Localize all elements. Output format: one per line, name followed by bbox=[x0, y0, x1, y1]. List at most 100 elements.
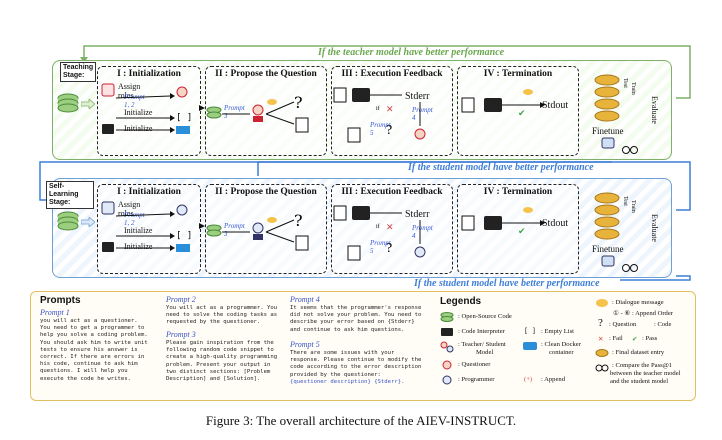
prompt-4-label: Prompt 4 bbox=[412, 224, 433, 240]
legend-fail: : Fail bbox=[609, 335, 623, 342]
final-dataset-coins bbox=[594, 74, 620, 122]
evaluate-label: Evaluate bbox=[650, 96, 659, 124]
code-interpreter-icon bbox=[441, 328, 453, 336]
prompt-4-name: Prompt 4 bbox=[290, 295, 320, 304]
section-initialization: I : Initialization bbox=[97, 66, 201, 156]
programmer-icon bbox=[442, 375, 452, 385]
legend-compare-3: and the student model bbox=[610, 378, 669, 385]
section-propose: II : Propose the Question bbox=[205, 66, 327, 156]
initialize-label-1: Initialize bbox=[124, 226, 153, 235]
legends-title: Legends bbox=[440, 296, 482, 307]
train-label: Train bbox=[630, 200, 636, 213]
stdout-label: Stdout bbox=[542, 218, 569, 229]
svg-text:if: if bbox=[376, 105, 380, 112]
prompt-3-label: Prompt 3 bbox=[224, 104, 245, 120]
legend-code: : Code bbox=[654, 321, 672, 328]
legend-questioner: : Questioner bbox=[458, 361, 491, 368]
student-banner-top: If the student model have better perform… bbox=[408, 162, 594, 173]
section-title-propose: II : Propose the Question bbox=[215, 187, 317, 197]
propose-graphics: ? bbox=[206, 93, 309, 133]
model-eval-icon bbox=[601, 255, 638, 272]
teaching-stage-label: Teaching Stage: bbox=[60, 62, 96, 82]
arrow-init-to-propose bbox=[199, 223, 205, 229]
svg-text:?: ? bbox=[386, 241, 392, 256]
prompt-5-variables: {questioner description} {Stderr}. bbox=[290, 379, 405, 385]
propose-graphics: ? bbox=[206, 211, 309, 251]
compare-icon bbox=[595, 364, 609, 372]
legend-compare-1: : Compare the Pass@1 bbox=[612, 362, 673, 369]
svg-text:✔: ✔ bbox=[518, 108, 526, 118]
legend-dialogue: : Dialogue message bbox=[612, 299, 664, 306]
self-learning-stage-label: Self-Learning Stage: bbox=[46, 181, 94, 209]
section-title-exec: III : Execution Feedback bbox=[341, 187, 443, 197]
prompt-1-name: Prompt 1 bbox=[40, 308, 70, 317]
open-source-code-icon bbox=[440, 312, 454, 322]
prompt-1-text: you will act as a questioner. You need t… bbox=[40, 318, 148, 382]
dataset-icon bbox=[57, 93, 79, 113]
svg-text:✕: ✕ bbox=[386, 104, 394, 114]
section-title-init: I : Initialization bbox=[117, 69, 181, 79]
teacher-student-icon bbox=[440, 341, 454, 353]
section-propose: II : Propose the Question bbox=[205, 184, 327, 274]
initialize-label-1: Initialize bbox=[124, 108, 153, 117]
prompt-5-name: Prompt 5 bbox=[290, 340, 320, 349]
legend-append-order: ① - ⑥ : Append Order bbox=[613, 310, 673, 317]
prompts-panel bbox=[30, 291, 696, 401]
svg-text:[ ]: [ ] bbox=[176, 113, 192, 123]
fail-icon: ✕ bbox=[598, 336, 604, 343]
legend-pass: : Pass bbox=[642, 335, 658, 342]
exec-graphics: ✕ if ? bbox=[333, 87, 426, 143]
arrow-icon bbox=[81, 99, 95, 109]
legend-model: Model bbox=[476, 349, 494, 356]
empty-list-icon: [ ] bbox=[524, 327, 536, 335]
prompt-3-label: Prompt 3 bbox=[224, 222, 245, 238]
prompt-3-text: Please gain inspiration from the followi… bbox=[166, 340, 278, 383]
term-graphics: ✔ bbox=[461, 207, 545, 236]
section-term: IV : Termination bbox=[457, 184, 579, 274]
term-graphics: ✔ bbox=[461, 89, 545, 118]
legend-final-entry: : Final dataset entry bbox=[612, 349, 665, 356]
docker-icon bbox=[523, 342, 537, 350]
arrow-icon bbox=[81, 217, 95, 227]
svg-text:✕: ✕ bbox=[386, 222, 394, 232]
teacher-banner: If the teacher model have better perform… bbox=[318, 47, 505, 58]
svg-text:?: ? bbox=[386, 123, 392, 138]
prompt-4-label: Prompt 4 bbox=[412, 106, 433, 122]
stdout-label: Stdout bbox=[542, 100, 569, 111]
finetune-label: Finetune bbox=[592, 126, 624, 136]
legend-question: : Question bbox=[609, 321, 637, 328]
stderr-label: Stderr bbox=[405, 209, 430, 220]
test-label: Test bbox=[622, 78, 628, 88]
finetune-label: Finetune bbox=[592, 244, 624, 254]
legend-container: container bbox=[549, 349, 574, 356]
section-title-term: IV : Termination bbox=[483, 187, 553, 197]
append-icon: (+) bbox=[524, 376, 533, 383]
section-title-init: I : Initialization bbox=[117, 187, 181, 197]
train-label: Train bbox=[630, 82, 636, 95]
legend-programmer: : Programmer bbox=[458, 376, 495, 383]
prompt-2-text: You will act as a programmer. You need t… bbox=[166, 305, 278, 326]
legend-clean-docker: : Clean Docker bbox=[541, 341, 581, 348]
svg-text:✔: ✔ bbox=[518, 226, 526, 236]
legend-compare-2: between the teacher model bbox=[610, 370, 681, 377]
initialize-label-2: Initialize bbox=[124, 242, 153, 251]
init-arrows: [ ] bbox=[101, 201, 192, 252]
svg-text:?: ? bbox=[294, 93, 303, 112]
final-entry-icon bbox=[595, 349, 609, 357]
questioner-icon bbox=[442, 360, 452, 370]
test-label: Test bbox=[622, 196, 628, 206]
prompt-5-label: Prompt 5 bbox=[370, 239, 391, 255]
evaluate-label: Evaluate bbox=[650, 214, 659, 242]
prompt-2-name: Prompt 2 bbox=[166, 295, 196, 304]
dialogue-icon bbox=[596, 299, 608, 307]
prompt-5-label: Prompt 5 bbox=[370, 121, 391, 137]
prompt-3-name: Prompt 3 bbox=[166, 330, 196, 339]
legend-empty-list: : Empty List bbox=[541, 328, 574, 335]
stderr-label: Stderr bbox=[405, 91, 430, 102]
prompt-5-text: There are some issues with your response… bbox=[290, 350, 422, 378]
figure-caption: Figure 3: The overall architecture of th… bbox=[205, 413, 517, 428]
assign-roles-label: Assign roles bbox=[118, 82, 141, 100]
arrow-init-to-propose bbox=[199, 105, 205, 111]
section-title-propose: II : Propose the Question bbox=[215, 69, 317, 79]
exec-graphics: ✕ if ? bbox=[333, 205, 426, 261]
